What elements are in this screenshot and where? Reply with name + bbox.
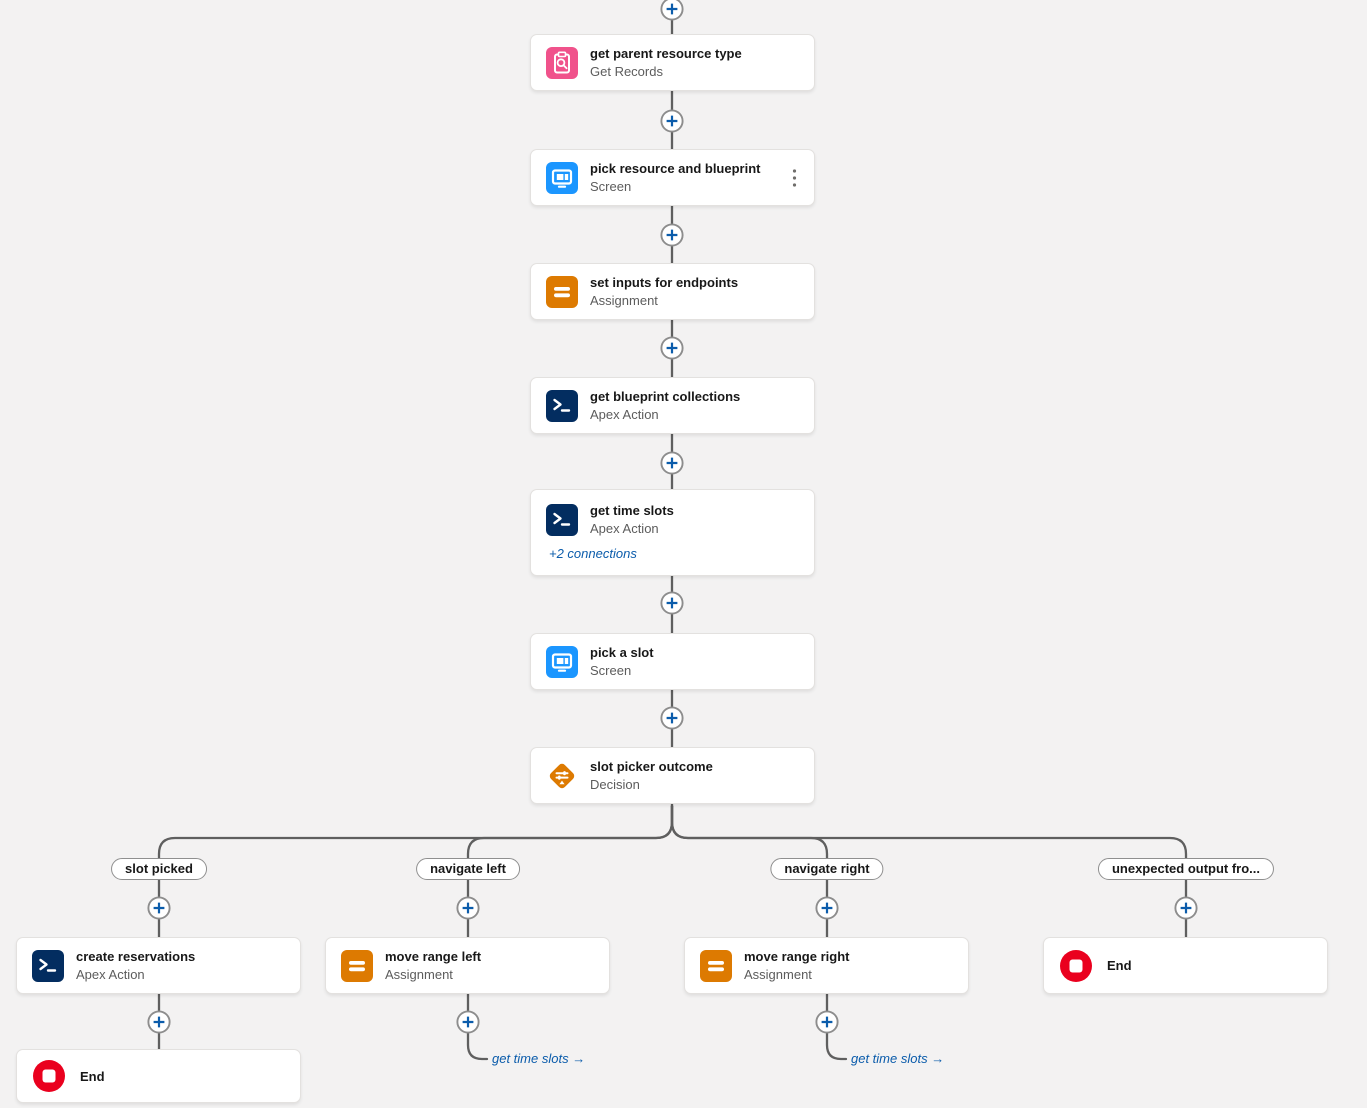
node-title: End xyxy=(1107,958,1132,973)
node-title: get blueprint collections xyxy=(590,388,741,404)
add-element-button[interactable] xyxy=(456,896,480,920)
apex-action-icon xyxy=(546,504,578,536)
add-element-plus-icon xyxy=(660,336,684,360)
add-element-plus-icon xyxy=(660,706,684,730)
node-title: slot picker outcome xyxy=(590,758,713,774)
connections-count-link[interactable]: +2 connections xyxy=(549,546,637,561)
apex-action-icon xyxy=(32,949,64,982)
node-subtitle: Decision xyxy=(590,776,640,792)
node-subtitle: Assignment xyxy=(744,966,812,982)
end-icon xyxy=(1060,949,1092,982)
assignment-icon xyxy=(341,949,373,982)
apex-action-icon xyxy=(546,389,578,422)
assignment-icon xyxy=(700,949,732,982)
goto-get-time-slots-link[interactable]: get time slots → xyxy=(851,1051,945,1066)
add-element-plus-icon xyxy=(660,0,684,21)
flow-node-end-slot-picked[interactable]: End xyxy=(16,1049,301,1103)
node-title: get parent resource type xyxy=(590,45,742,61)
node-title: move range right xyxy=(744,948,850,964)
node-title: get time slots xyxy=(590,503,674,518)
screen-icon xyxy=(546,645,578,678)
node-subtitle: Screen xyxy=(590,178,632,194)
add-element-plus-icon xyxy=(660,223,684,247)
add-element-button[interactable] xyxy=(456,1010,480,1034)
add-element-plus-icon xyxy=(660,451,684,475)
add-element-button[interactable] xyxy=(660,109,684,133)
add-element-button[interactable] xyxy=(660,451,684,475)
add-element-button[interactable] xyxy=(1174,896,1198,920)
node-subtitle: Assignment xyxy=(385,966,453,982)
add-element-button[interactable] xyxy=(147,1010,171,1034)
node-title: pick a slot xyxy=(590,644,654,660)
node-title: End xyxy=(80,1068,105,1084)
add-element-plus-icon xyxy=(1174,896,1198,920)
add-element-button[interactable] xyxy=(815,896,839,920)
node-title: move range left xyxy=(385,948,482,964)
get-records-icon xyxy=(546,46,578,79)
add-element-plus-icon xyxy=(660,591,684,615)
screen-icon xyxy=(546,161,578,194)
add-element-plus-icon xyxy=(815,1010,839,1034)
add-element-button[interactable] xyxy=(660,706,684,730)
assignment-icon xyxy=(546,275,578,308)
end-icon xyxy=(33,1060,65,1092)
add-element-button[interactable] xyxy=(660,336,684,360)
add-element-button[interactable] xyxy=(815,1010,839,1034)
add-element-button[interactable] xyxy=(660,0,684,21)
add-element-button[interactable] xyxy=(660,591,684,615)
decision-icon xyxy=(549,763,575,788)
add-element-plus-icon xyxy=(456,896,480,920)
node-subtitle: Assignment xyxy=(590,292,658,308)
node-title: create reservations xyxy=(76,948,196,964)
branch-label-unexpected-output[interactable]: unexpected output fro... xyxy=(1097,858,1275,880)
add-element-button[interactable] xyxy=(660,223,684,247)
node-subtitle: Apex Action xyxy=(76,966,145,982)
add-element-plus-icon xyxy=(147,896,171,920)
add-element-plus-icon xyxy=(147,1010,171,1034)
add-element-plus-icon xyxy=(456,1010,480,1034)
node-subtitle: Get Records xyxy=(590,63,663,79)
add-element-plus-icon xyxy=(660,109,684,133)
branch-label-navigate-left[interactable]: navigate left xyxy=(416,858,520,880)
add-element-button[interactable] xyxy=(147,896,171,920)
branch-label-navigate-right[interactable]: navigate right xyxy=(770,858,884,880)
node-title: set inputs for endpoints xyxy=(590,274,739,290)
vertical-dots-menu-icon xyxy=(792,168,796,187)
node-subtitle: Screen xyxy=(590,662,632,678)
node-title: pick resource and blueprint xyxy=(590,160,761,176)
branch-label-slot-picked[interactable]: slot picked xyxy=(111,858,207,880)
node-actions-menu-button[interactable] xyxy=(787,167,801,189)
node-subtitle: Apex Action xyxy=(590,521,659,536)
node-subtitle: Apex Action xyxy=(590,406,659,422)
flow-node-end-unexpected-output[interactable]: End xyxy=(1043,937,1328,994)
goto-get-time-slots-link[interactable]: get time slots → xyxy=(492,1051,586,1066)
add-element-plus-icon xyxy=(815,896,839,920)
